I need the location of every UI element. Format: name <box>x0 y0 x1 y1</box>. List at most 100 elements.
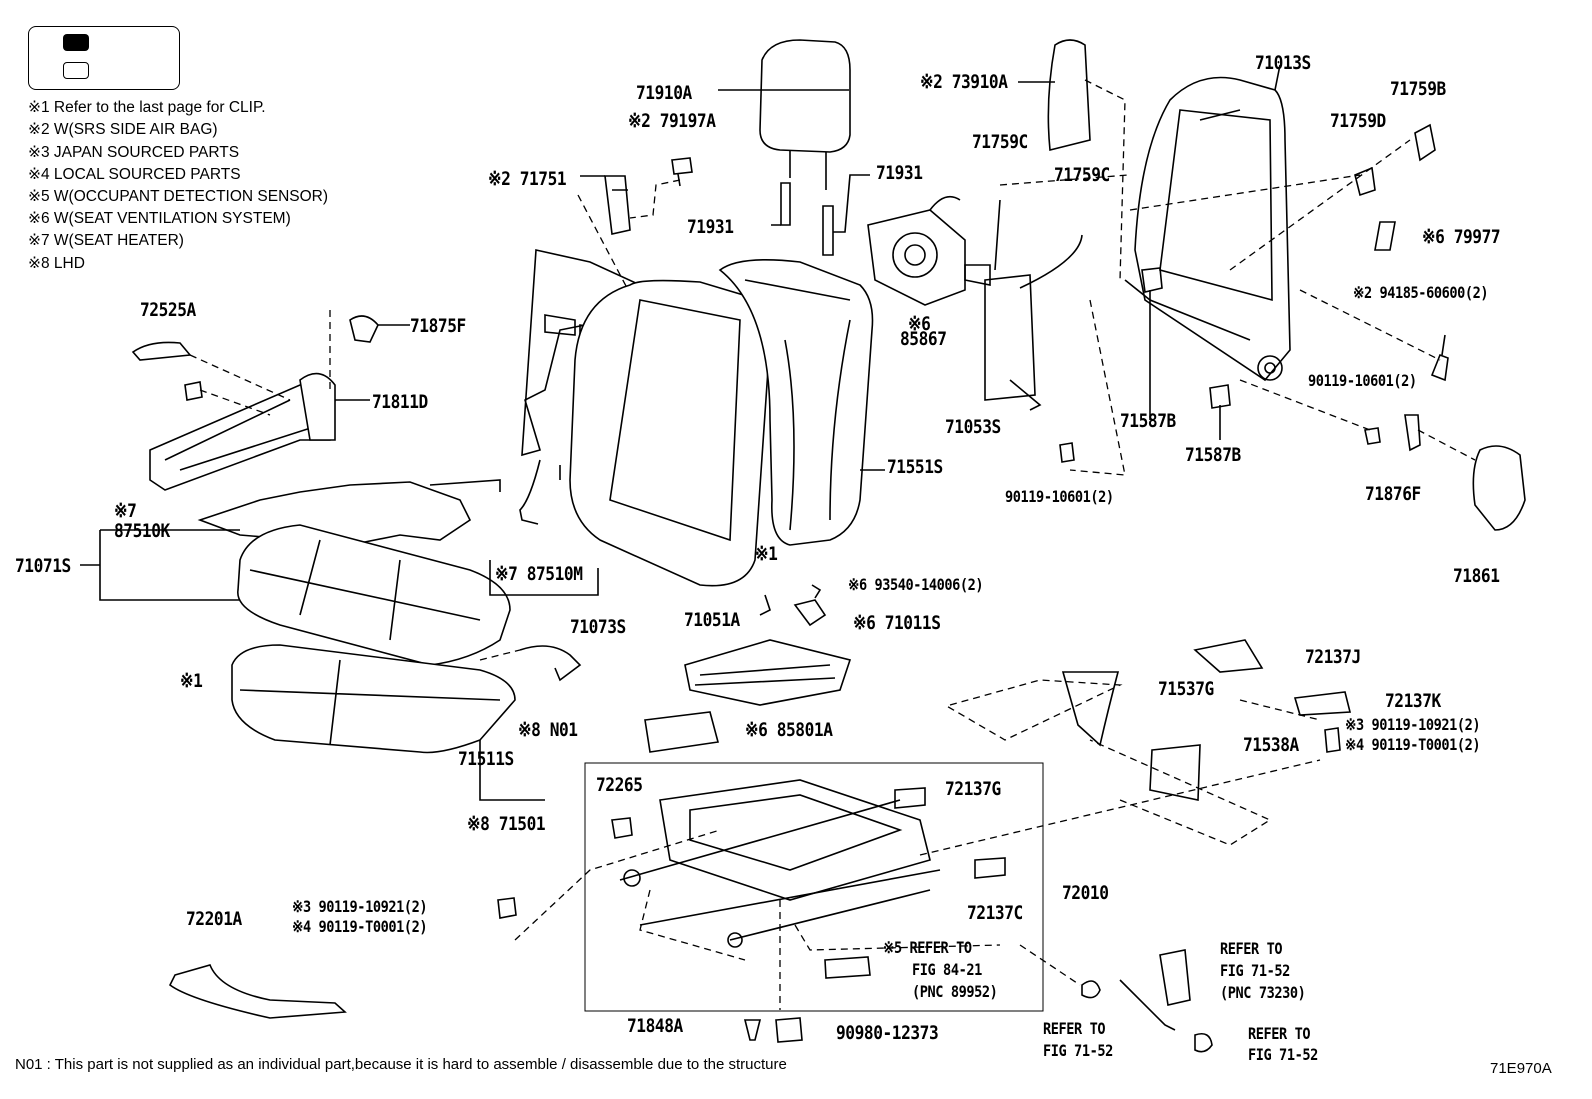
legend-box <box>28 26 180 90</box>
label-85801A: ※6 85801A <box>745 719 833 741</box>
label-71931-left: 71931 <box>687 216 734 238</box>
label-72137K: 72137K <box>1385 690 1441 712</box>
note-4: ※4 LOCAL SOURCED PARTS <box>28 166 241 183</box>
legend-filled-swatch <box>63 34 89 51</box>
label-71051A: 71051A <box>684 609 740 631</box>
headrest-drawing <box>718 39 870 256</box>
blower-85801A <box>644 711 720 753</box>
label-90119-10601-right: 90119-10601(2) <box>1308 371 1417 390</box>
cushion-pad-71071S <box>237 524 511 666</box>
label-71861: 71861 <box>1453 565 1500 587</box>
label-72137G: 72137G <box>945 778 1001 800</box>
label-94185: ※2 94185-60600(2) <box>1353 283 1489 302</box>
label-71875F: 71875F <box>410 315 466 337</box>
trim-72525A <box>131 341 192 361</box>
bracket-72137J <box>1193 639 1264 673</box>
seat-frame-72010 <box>659 779 931 901</box>
label-71876F: 71876F <box>1365 483 1421 505</box>
label-refer-84-21-line1: ※5 REFER TO <box>883 938 972 957</box>
nut-71-52 <box>1194 1032 1213 1053</box>
part-71759D <box>1354 166 1376 197</box>
bolt-71848A <box>743 1019 762 1041</box>
label-72137J: 72137J <box>1305 646 1361 668</box>
label-71053S: 71053S <box>945 416 1001 438</box>
label-71848A: 71848A <box>627 1015 683 1037</box>
label-clip-lower: ※1 <box>180 670 203 692</box>
label-71910A: 71910A <box>636 82 692 104</box>
back-board <box>521 249 642 457</box>
figure-id: 71E970A <box>1490 1060 1552 1077</box>
label-72265: 72265 <box>596 774 643 796</box>
label-87510K-note: ※7 <box>114 500 137 522</box>
label-72010: 72010 <box>1062 882 1109 904</box>
label-refer-71-52-b-line2: FIG 71-52 <box>1043 1041 1113 1060</box>
label-71511S: 71511S <box>458 748 514 770</box>
label-90119-10921-right: ※3 90119-10921(2) <box>1345 715 1481 734</box>
belt-buckle <box>1159 949 1191 1006</box>
label-87510K: 87510K <box>114 520 170 542</box>
label-71013S: 71013S <box>1255 52 1311 74</box>
label-71759D: 71759D <box>1330 110 1386 132</box>
frame-assembly-box <box>584 762 1044 1012</box>
bolt-90119-10921-upper <box>1324 727 1341 753</box>
label-85867: 85867 <box>900 328 947 350</box>
legend-outline-swatch <box>63 62 89 79</box>
label-71751: ※2 71751 <box>488 168 567 190</box>
footnote-N01: N01 : This part is not supplied as an in… <box>15 1056 787 1073</box>
note-6: ※6 W(SEAT VENTILATION SYSTEM) <box>28 210 291 227</box>
connector-72137C <box>974 857 1006 879</box>
label-71071S: 71071S <box>15 555 71 577</box>
part-71759B <box>1414 123 1436 162</box>
label-73910A: ※2 73910A <box>920 71 1008 93</box>
note-2: ※2 W(SRS SIDE AIR BAG) <box>28 121 218 138</box>
label-79197A: ※2 79197A <box>628 110 716 132</box>
back-frame-71013S <box>1134 76 1291 382</box>
bracket-72265 <box>611 817 633 839</box>
label-71537G: 71537G <box>1158 678 1214 700</box>
label-refer-84-21-line3: (PNC 89952) <box>912 982 998 1001</box>
connector-72137G <box>894 787 926 809</box>
bracket-71011S <box>793 599 827 627</box>
belt-buckle-wire <box>1119 979 1176 1031</box>
label-71587B-left: 71587B <box>1120 410 1176 432</box>
note-8: ※8 LHD <box>28 255 85 272</box>
spring-71051A <box>684 639 852 706</box>
cover-71875F <box>349 315 379 343</box>
label-clip-upper: ※1 <box>755 543 778 565</box>
label-85867-note: ※6 <box>908 313 931 335</box>
blower-85867 <box>867 209 966 306</box>
label-71759C-right: 71759C <box>1054 164 1110 186</box>
label-71538A: 71538A <box>1243 734 1299 756</box>
label-79977: ※6 79977 <box>1422 226 1501 248</box>
label-90119-10921-left: ※3 90119-10921(2) <box>292 897 428 916</box>
label-71551S: 71551S <box>887 456 943 478</box>
trim-72201A <box>168 964 347 1019</box>
cover-71876F <box>1404 414 1421 452</box>
label-90980: 90980-12373 <box>836 1022 939 1044</box>
nut-94185 <box>1430 353 1449 382</box>
bolt-79197A <box>671 157 693 187</box>
guard-71537G <box>1061 671 1120 747</box>
note-1: ※1 Refer to the last page for CLIP. <box>28 99 266 116</box>
lumbar-71053S <box>984 274 1036 401</box>
label-refer-71-52-c-line2: FIG 71-52 <box>1248 1045 1318 1064</box>
label-refer-71-52-b-line1: REFER TO <box>1043 1019 1106 1038</box>
label-72137C: 72137C <box>967 902 1023 924</box>
brackets-71587B <box>1141 267 1231 409</box>
label-72201A: 72201A <box>186 908 242 930</box>
bolt-90119-10921 <box>497 897 517 919</box>
label-refer-71-52-a-line1: REFER TO <box>1220 939 1283 958</box>
sensor-connector <box>824 956 871 979</box>
label-90119-T0001-right: ※4 90119-T0001(2) <box>1345 735 1481 754</box>
label-71501: ※8 71501 <box>467 813 546 835</box>
note-5: ※5 W(OCCUPANT DETECTION SENSOR) <box>28 188 329 205</box>
label-71759B: 71759B <box>1390 78 1446 100</box>
label-refer-71-52-c-line1: REFER TO <box>1248 1024 1311 1043</box>
note-7: ※7 W(SEAT HEATER) <box>28 232 184 249</box>
label-90119-T0001-left: ※4 90119-T0001(2) <box>292 917 428 936</box>
note-3: ※3 JAPAN SOURCED PARTS <box>28 144 240 161</box>
label-71931-right: 71931 <box>876 162 923 184</box>
cover-71861 <box>1472 445 1526 531</box>
label-N01: ※8 N01 <box>518 719 578 741</box>
